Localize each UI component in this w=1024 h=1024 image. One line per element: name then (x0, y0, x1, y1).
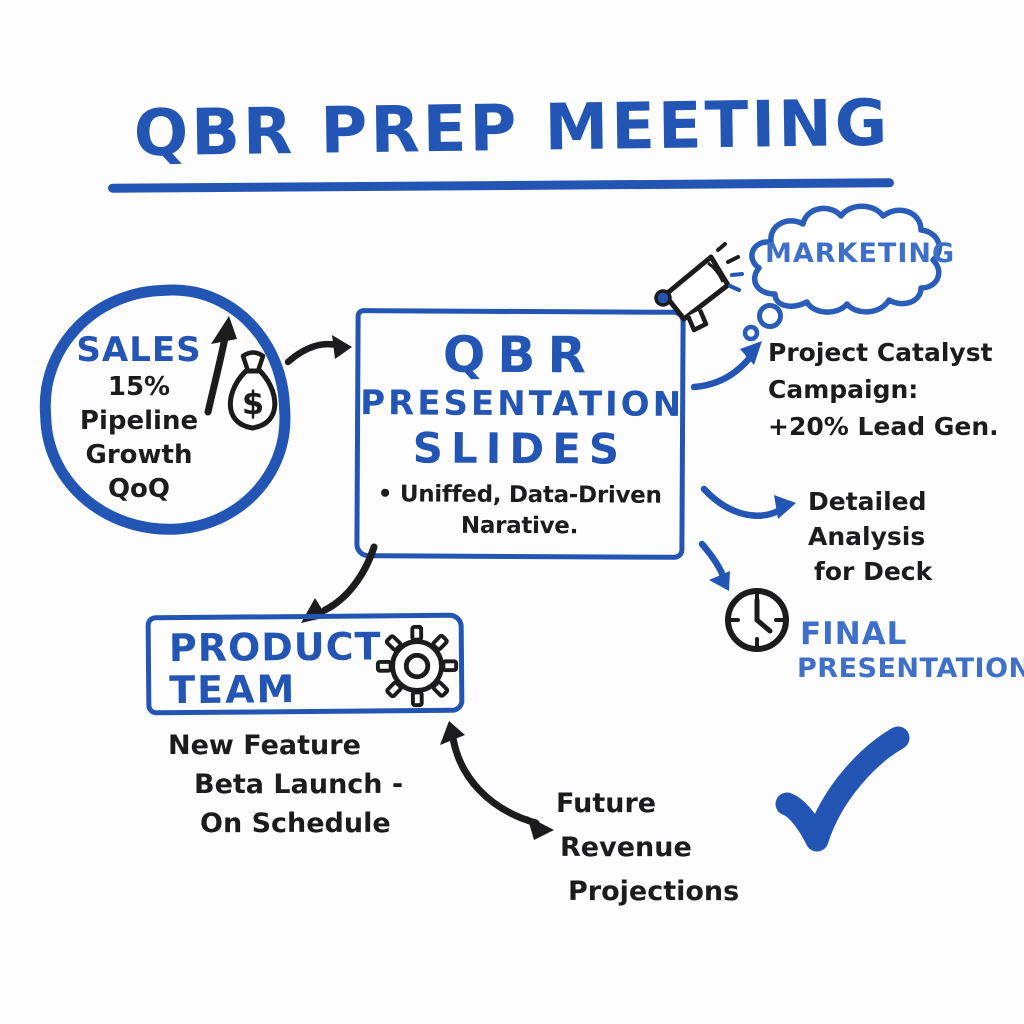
dollar-symbol: $ (242, 384, 264, 422)
page-title: QBR PREP MEETING (133, 86, 891, 172)
marketing-note-line: +20% Lead Gen. (768, 412, 999, 441)
megaphone-icon (654, 242, 744, 333)
arrow-sales-to-slides-icon (284, 335, 352, 366)
slides-title-line: PRESENTATION (360, 383, 685, 425)
analysis-note-line: for Deck (814, 557, 933, 586)
arrow-to-marketing-note-icon (690, 341, 762, 391)
future-note-line: Projections (568, 876, 740, 907)
final-presentation-label: PRESENTATION (797, 653, 1024, 684)
money-bag-icon: $ (227, 350, 278, 431)
slides-title-line: SLIDES (412, 423, 628, 474)
marketing-note: Project Catalyst Campaign: +20% Lead Gen… (768, 334, 999, 445)
slides-bullet-line: • Uniffed, Data-Driven (377, 481, 662, 509)
sales-metric-line: Growth (85, 440, 193, 470)
qbr-slides-box: QBR PRESENTATION SLIDES • Uniffed, Data-… (354, 308, 686, 560)
thought-cloud-icon (742, 203, 942, 342)
checkmark-icon (775, 726, 910, 852)
final-presentation-label: FINAL (800, 616, 908, 652)
slides-title-line: QBR (442, 325, 599, 385)
sales-metric-line: Pipeline (79, 406, 199, 436)
future-note-line: Future (556, 788, 657, 819)
title-underline (107, 178, 895, 193)
product-note: New Feature Beta Launch - On Schedule (168, 726, 403, 843)
product-team-label: TEAM (169, 667, 297, 713)
trend-up-arrow-icon (204, 316, 237, 416)
product-team-label: PRODUCT (168, 624, 382, 671)
arrow-to-clock-icon (698, 540, 730, 591)
product-note-line: On Schedule (200, 808, 391, 839)
clock-icon (725, 588, 789, 652)
future-note-line: Revenue (560, 832, 692, 863)
sales-node-text: SALES 15% Pipeline Growth QoQ (58, 330, 220, 506)
product-note-line: Beta Launch - (194, 769, 404, 800)
double-arrow-icon (440, 721, 554, 840)
analysis-note-line: Detailed (808, 487, 927, 516)
sales-metric-line: 15% (107, 372, 171, 402)
marketing-note-line: Campaign: (768, 375, 919, 404)
analysis-note: Detailed Analysis for Deck (808, 484, 932, 589)
slides-bullet-line: Narative. (460, 512, 579, 540)
sales-label: SALES (76, 330, 202, 370)
product-note-line: New Feature (168, 730, 361, 761)
arrow-slides-to-product-icon (301, 543, 378, 623)
analysis-note-line: Analysis (808, 522, 926, 551)
future-note: Future Revenue Projections (556, 782, 739, 914)
marketing-note-line: Project Catalyst (768, 338, 993, 367)
marketing-label: MARKETING (765, 238, 956, 269)
gear-icon (375, 624, 459, 708)
product-team-box: PRODUCT TEAM (145, 612, 465, 716)
arrow-to-analysis-icon (700, 485, 796, 519)
sales-metric-line: QoQ (107, 474, 171, 504)
